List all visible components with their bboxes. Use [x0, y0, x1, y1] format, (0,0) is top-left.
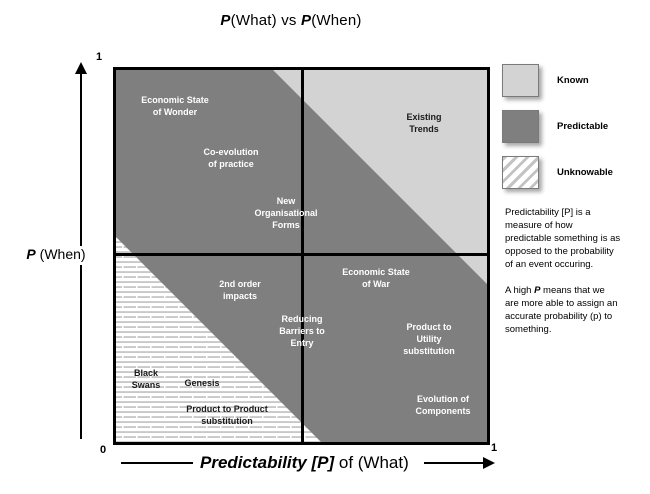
legend-label-known: Known: [557, 75, 589, 86]
note-paragraph-1: Predictability [P] is a measure of how p…: [505, 207, 621, 270]
region-label-2nd-order-impacts: 2nd order impacts: [219, 279, 261, 301]
legend-swatch-predictable: [502, 110, 539, 143]
legend-swatch-known: [502, 64, 539, 97]
legend-swatch-unknowable: [502, 156, 539, 189]
legend-label-predictable: Predictable: [557, 121, 609, 132]
title-p-what: P: [220, 12, 231, 29]
legend-item-unknowable: Unknowable: [502, 156, 648, 189]
legend-item-known: Known: [502, 64, 648, 97]
y-axis-line-lower: [80, 265, 82, 439]
x-axis-label: Predictability [P] of (What): [197, 453, 412, 473]
region-label-black-swans: Black Swans: [131, 368, 161, 390]
region-label-reducing-barriers-to-entry: Reducing Barriers to Entry: [279, 314, 325, 348]
known-region: [273, 70, 487, 284]
x-axis-label-rest: of (What): [334, 453, 409, 472]
y-axis-max-tick: 1: [96, 51, 103, 63]
plot-area: Economic State of Wonder Co-evolution of…: [113, 67, 490, 445]
x-axis-line-left: [121, 462, 193, 464]
x-axis-max-tick: 1: [491, 442, 498, 454]
note-p2-pre: A high: [505, 285, 535, 296]
region-label-product-to-utility-substitution: Product to Utility substitution: [403, 322, 455, 356]
description-note: Predictability [P] is a measure of how p…: [505, 206, 621, 349]
region-background: [116, 70, 487, 442]
page-title: P(What) vs P(When): [111, 12, 471, 29]
title-mid: (What) vs: [230, 12, 301, 29]
y-axis-arrowhead-icon: [75, 62, 87, 74]
x-axis-arrowhead-icon: [483, 457, 495, 469]
region-label-existing-trends: Existing Trends: [406, 112, 442, 134]
title-end: (When): [311, 12, 362, 29]
y-axis-line-upper: [80, 73, 82, 246]
unknowable-region: [116, 237, 321, 442]
y-axis-min-tick: 0: [100, 444, 107, 456]
legend-label-unknowable: Unknowable: [557, 167, 613, 178]
y-axis-label: P (When): [8, 246, 104, 262]
note-p2-post: means that we are more able to assign an…: [505, 285, 618, 335]
region-label-economic-state-of-wonder: Economic State of Wonder: [141, 95, 209, 117]
region-label-evolution-of-components: Evolution of Components: [415, 394, 471, 416]
region-label-co-evolution-of-practice: Co-evolution of practice: [203, 147, 259, 169]
region-label-product-to-product-substitution: Product to Product substitution: [186, 404, 268, 426]
title-p-when: P: [300, 12, 312, 29]
note-p2-p: P: [534, 285, 541, 296]
note-paragraph-2: A high P means that we are more able to …: [505, 284, 621, 336]
region-label-new-organisational-forms: New Organisational Forms: [254, 196, 318, 230]
region-label-genesis: Genesis: [184, 378, 220, 388]
region-label-economic-state-of-war: Economic State of War: [342, 267, 410, 289]
x-axis-label-bold: Predictability [P]: [200, 453, 335, 472]
legend: Known Predictable Unknowable: [502, 64, 648, 202]
x-axis-line-right: [424, 462, 484, 464]
y-axis-label-p: P: [26, 246, 36, 262]
legend-item-predictable: Predictable: [502, 110, 648, 143]
y-axis-label-rest: (When): [35, 246, 86, 262]
